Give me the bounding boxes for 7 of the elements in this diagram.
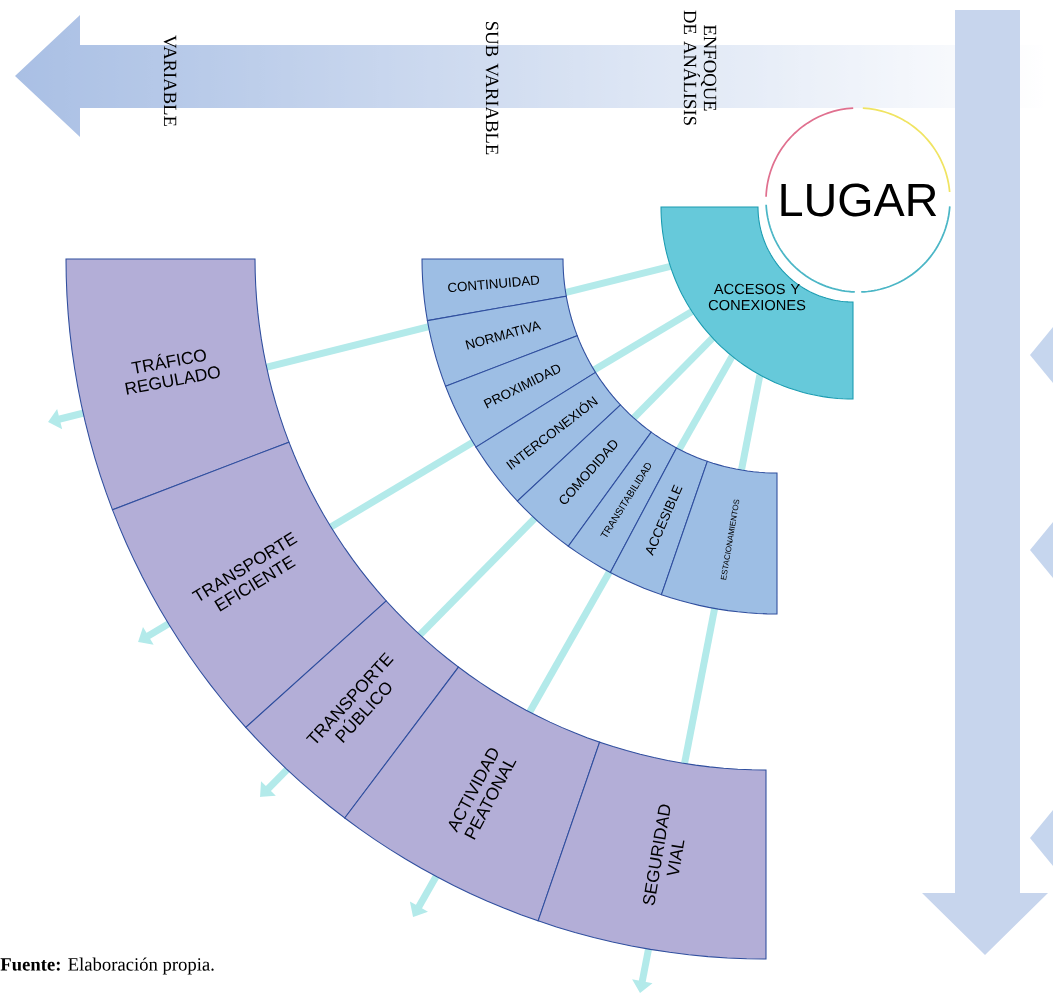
- arc-segment: CONTINUIDAD: [421, 258, 567, 322]
- arc-segment: TRÁFICO REGULADO: [65, 258, 290, 511]
- axis-label: ENFOQUE DE ANÁLISIS: [683, 10, 717, 125]
- axis-label: SUB VARIABLE: [485, 22, 499, 155]
- arc-segment: SEGURIDAD VIAL: [537, 741, 767, 960]
- axis-label: VARIABLE: [163, 35, 177, 127]
- caption: Fuente: Elaboración propia.: [0, 957, 214, 975]
